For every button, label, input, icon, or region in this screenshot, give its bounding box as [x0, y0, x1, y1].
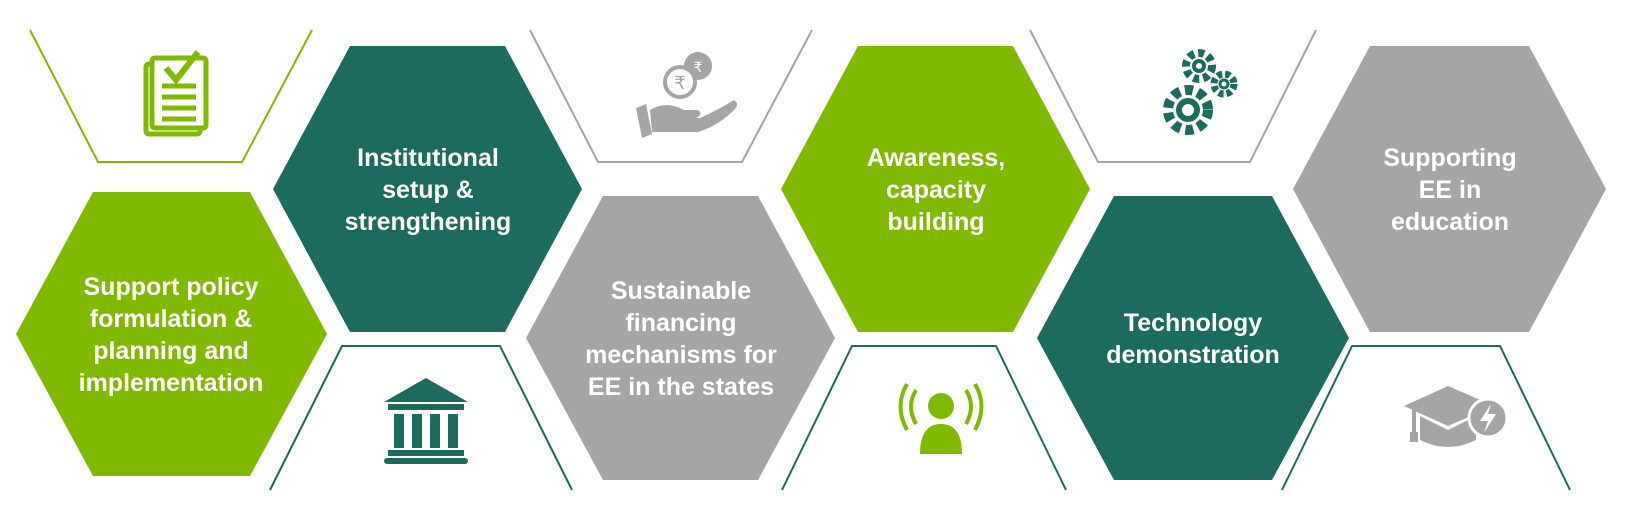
- outline-hex-6: [1281, 345, 1571, 491]
- hex-technology: [1037, 196, 1349, 480]
- hex-sustainable-financing: [526, 196, 835, 480]
- outline-hex-5: [1029, 29, 1317, 163]
- outline-hex-3: [529, 29, 813, 163]
- hex-awareness: [781, 46, 1090, 332]
- hex-institutional-setup: [273, 46, 582, 332]
- svg-text:₹: ₹: [694, 60, 703, 76]
- graduation-cap-energy-icon: [1404, 386, 1509, 447]
- outline-hex-1: [29, 29, 313, 163]
- svg-text:₹: ₹: [674, 73, 685, 94]
- gears-icon: [1163, 49, 1238, 135]
- outline-hex-4: [781, 345, 1067, 491]
- hand-rupee-coins-icon: ₹ ₹: [636, 52, 737, 138]
- hex-support-policy: [16, 192, 327, 476]
- document-check-icon: [143, 50, 209, 137]
- filled-hexagons: [16, 46, 1606, 480]
- outline-hexagons: [29, 29, 1571, 491]
- bank-building-icon: [384, 378, 468, 464]
- hex-supporting-education: [1293, 46, 1606, 332]
- outline-hex-2: [269, 345, 573, 491]
- broadcast-person-icon: [898, 382, 984, 454]
